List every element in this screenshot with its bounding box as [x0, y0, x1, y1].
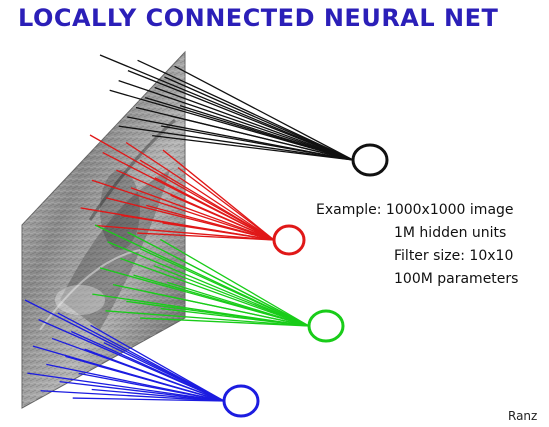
connection-line	[173, 255, 310, 327]
connection-line	[90, 324, 225, 402]
connection-line	[70, 330, 225, 402]
example-lead: Example:	[316, 202, 382, 218]
connection-line	[27, 372, 225, 402]
connection-line	[107, 241, 310, 327]
connection-line	[105, 310, 310, 327]
example-line-4: 100M parameters	[394, 271, 519, 287]
connection-line	[72, 397, 225, 402]
connection-line	[177, 167, 275, 241]
hidden-unit-blue	[222, 384, 260, 418]
connection-line	[162, 149, 275, 241]
connection-line	[137, 232, 275, 241]
hidden-unit-red-connections	[80, 134, 275, 241]
connection-line	[91, 388, 225, 402]
connection-line	[118, 125, 354, 161]
example-line-1: 1000x1000 image	[385, 202, 514, 218]
connection-line	[139, 317, 310, 327]
connection-line	[137, 59, 354, 161]
example-row-1: Example: 1000x1000 image	[316, 199, 518, 222]
hidden-unit-red	[272, 224, 306, 256]
slide-title: LOCALLY CONNECTED NEURAL NET	[18, 4, 499, 32]
example-line-3: Filter size: 10x10	[394, 248, 514, 264]
connection-line	[89, 134, 275, 241]
hidden-unit-black	[351, 143, 389, 177]
connection-line	[95, 224, 275, 241]
connection-line	[153, 265, 310, 327]
hidden-unit-green-connections	[92, 224, 310, 327]
author-credit: Ranz	[508, 409, 538, 423]
hidden-unit-blue-connections	[24, 299, 225, 402]
connection-line	[97, 365, 225, 402]
connection-line	[127, 70, 354, 161]
connection-line	[57, 312, 225, 402]
connection-line	[40, 390, 225, 402]
connection-line	[120, 257, 310, 327]
connection-line	[162, 222, 275, 241]
example-line-2: 1M hidden units	[394, 225, 507, 241]
hidden-unit-green	[307, 309, 345, 343]
connection-line	[154, 177, 275, 241]
connection-line	[167, 281, 310, 327]
connection-line	[154, 86, 354, 161]
connection-line	[179, 105, 354, 161]
connection-line	[118, 80, 354, 161]
hidden-units	[222, 143, 389, 418]
connection-line	[160, 238, 310, 327]
connection-line	[146, 204, 275, 241]
connection-line	[78, 372, 225, 402]
connection-line	[161, 125, 354, 161]
connection-line	[91, 179, 275, 241]
connection-line	[152, 134, 354, 161]
connection-line	[164, 76, 354, 161]
connection-line	[170, 194, 275, 241]
example-text: Example: 1000x1000 image 1M hidden units…	[316, 199, 518, 291]
connection-line	[103, 342, 225, 402]
hidden-unit-black-connections	[99, 54, 354, 161]
connection-line	[140, 248, 310, 327]
connection-line	[170, 115, 354, 161]
connection-line	[125, 141, 275, 241]
connection-line	[139, 159, 275, 241]
connection-line	[59, 380, 225, 402]
connection-line	[146, 291, 310, 327]
connection-line	[130, 187, 275, 241]
connection-line	[99, 54, 354, 161]
connection-line	[160, 307, 310, 327]
connection-lines	[24, 54, 354, 402]
connection-line	[84, 348, 225, 402]
connection-line	[174, 65, 354, 161]
